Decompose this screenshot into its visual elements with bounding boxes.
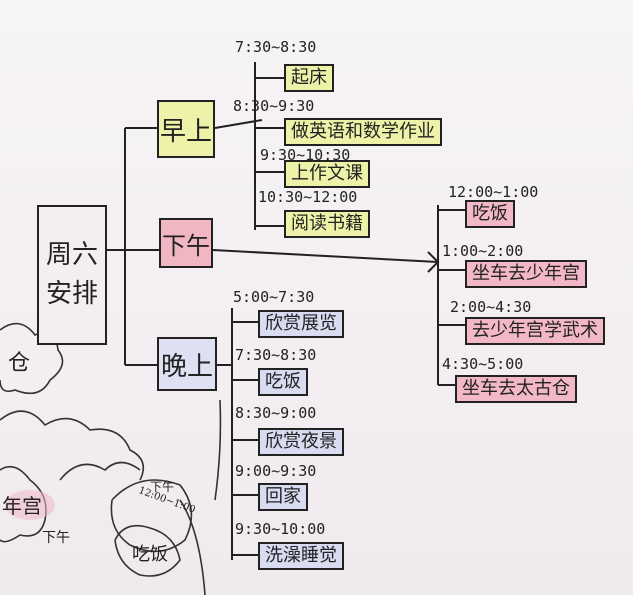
afternoon-time-3: 2:00~4:30 (450, 298, 532, 316)
afternoon-node: 下午 (159, 218, 213, 268)
afternoon-time-4: 4:30~5:00 (442, 355, 524, 373)
evening-time-1: 5:00~7:30 (233, 288, 315, 306)
evening-activity-3: 欣赏夜景 (258, 428, 344, 456)
morning-activity-1: 起床 (284, 64, 334, 92)
evening-activity-2: 吃饭 (258, 368, 308, 396)
morning-activity-2: 做英语和数学作业 (284, 118, 442, 146)
afternoon-time-1: 12:00~1:00 (448, 183, 539, 201)
morning-time-3: 9:30~10:30 (260, 146, 351, 164)
evening-activity-1: 欣赏展览 (258, 310, 344, 338)
evening-time-5: 9:30~10:00 (235, 520, 326, 538)
morning-node: 早上 (157, 100, 215, 158)
root-label-line1: 周六 (45, 240, 98, 270)
afternoon-activity-4: 坐车去太古仓 (455, 375, 577, 403)
evening-node: 晚上 (157, 337, 217, 391)
evening-activity-4: 回家 (258, 483, 308, 511)
root-node: 周六 安排 (37, 205, 107, 345)
afternoon-activity-1: 吃饭 (465, 200, 515, 228)
evening-time-2: 7:30~8:30 (235, 346, 317, 364)
cloud-text-3: 下午 (42, 530, 70, 546)
afternoon-activity-3: 去少年宫学武术 (465, 317, 605, 345)
morning-time-4: 10:30~12:00 (258, 188, 358, 206)
cloud-text-2: 年宫 (2, 494, 42, 518)
cloud-text-1: 仓 (8, 351, 31, 376)
afternoon-activity-2: 坐车去少年宫 (465, 260, 587, 288)
afternoon-time-2: 1:00~2:00 (442, 242, 524, 260)
leaf-text-3: 吃饭 (132, 544, 168, 565)
evening-time-4: 9:00~9:30 (235, 462, 317, 480)
root-label-line2: 安排 (45, 279, 98, 309)
morning-activity-3: 上作文课 (284, 160, 370, 188)
morning-activity-4: 阅读书籍 (284, 210, 370, 238)
morning-time-2: 8:30~9:30 (233, 97, 315, 115)
evening-time-3: 8:30~9:00 (235, 404, 317, 422)
evening-activity-5: 洗澡睡觉 (258, 542, 344, 570)
morning-time-1: 7:30~8:30 (235, 38, 317, 56)
leaf-text-1: 下午 (150, 480, 175, 494)
